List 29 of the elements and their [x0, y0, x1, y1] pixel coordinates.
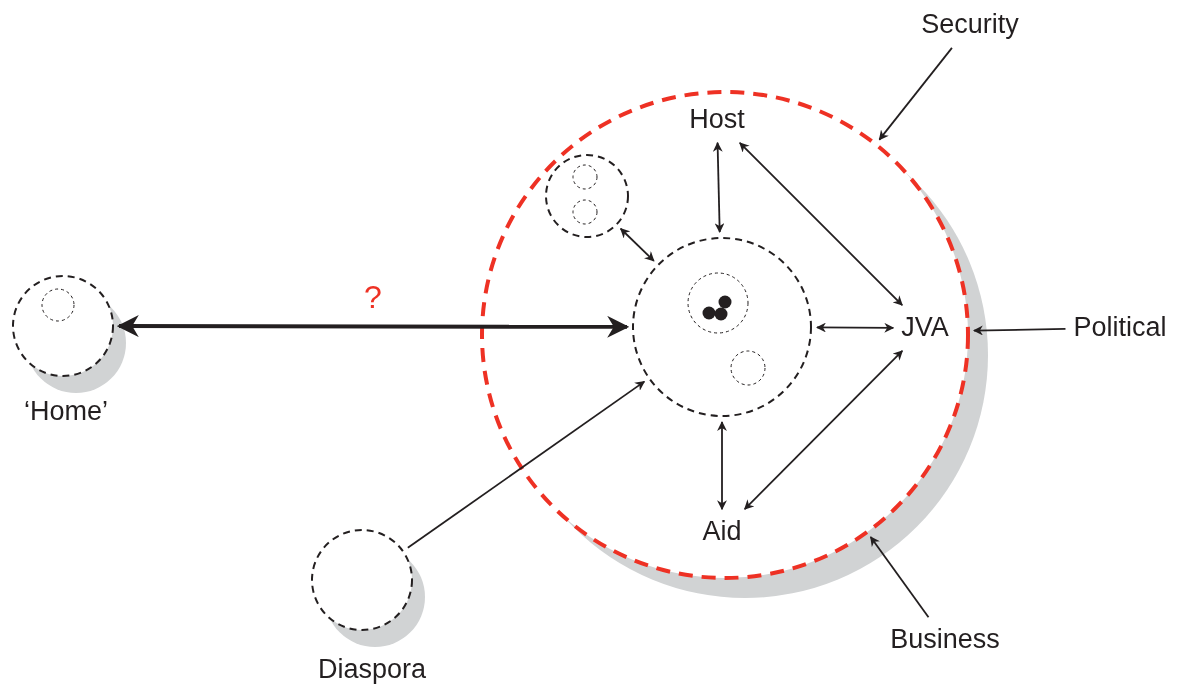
node-label: Aid [702, 517, 742, 547]
arrow [972, 325, 1067, 336]
dashed-circle [727, 347, 769, 389]
node-label: Host [689, 105, 745, 135]
dashed-circle [9, 272, 117, 380]
dashed-circle [308, 526, 416, 634]
node-label: JVA [901, 313, 949, 343]
arrow [712, 141, 725, 233]
dashed-circle [542, 151, 632, 241]
dashed-circle [629, 234, 815, 420]
arrow [743, 349, 904, 511]
arrow [738, 141, 904, 307]
node-label: Security [921, 10, 1019, 40]
arrow [406, 380, 646, 549]
arrow [869, 536, 930, 619]
circle-caption: Diaspora [317, 655, 427, 685]
dashed-circle [569, 161, 601, 193]
dashed-circle [38, 285, 78, 325]
dashed-circle [684, 269, 752, 337]
arrow [816, 322, 895, 333]
arrow [717, 421, 727, 511]
arrow [878, 46, 953, 141]
dashed-circle [569, 196, 601, 228]
node-label: Political [1073, 313, 1167, 343]
dashed-circle [478, 88, 972, 582]
arrow [619, 227, 655, 262]
arrow [116, 315, 630, 338]
node-label: Business [890, 625, 1000, 655]
circle-caption: ‘Home’ [24, 397, 108, 427]
